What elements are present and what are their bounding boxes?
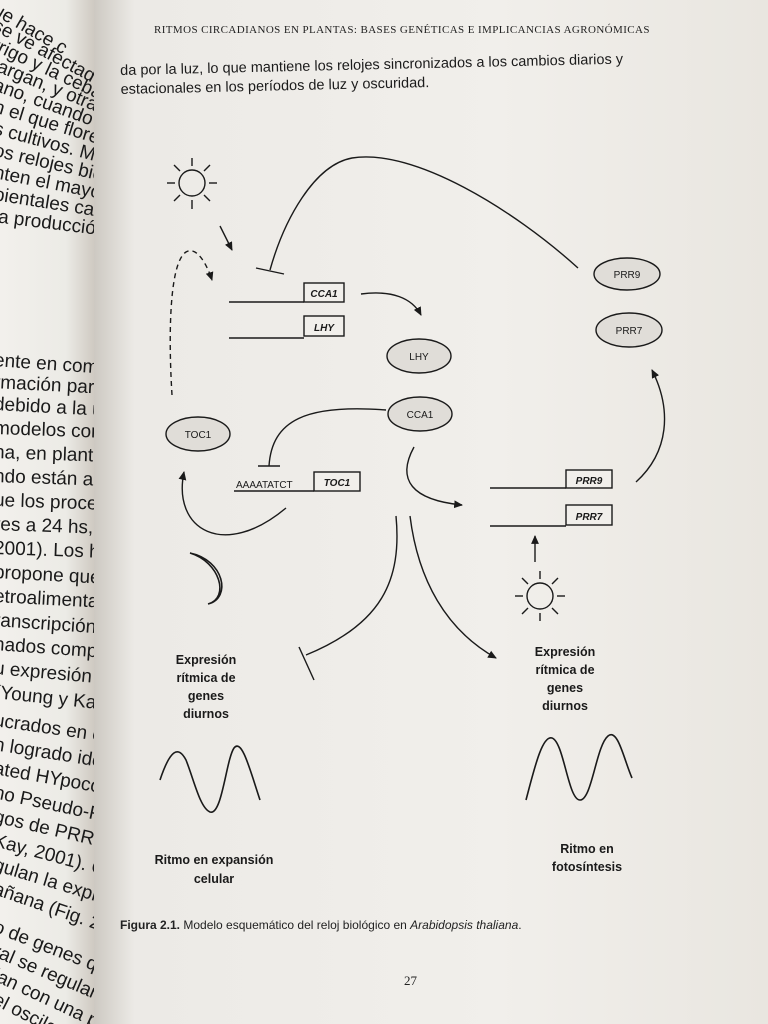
toc1-gene-to-protein-arrow [178, 471, 287, 536]
inhibition-bar [255, 267, 285, 275]
left-rhythm-wave [159, 745, 261, 813]
promoter-motif: AAAATATCT [236, 480, 293, 491]
cca1-activates-prr-arrow [406, 446, 463, 509]
figure-caption: Figura 2.1. Modelo esquemático del reloj… [120, 918, 522, 932]
right-rhythm-line-2: fotosíntesis [552, 860, 622, 874]
prr-inhibition-arc [269, 156, 579, 271]
left-page-text-line: na, en plantas. E [0, 442, 95, 468]
circadian-clock-diagram: CCA1 LHY TOC1 PRR9 PRR7 AAAATATCT PRR9 P… [155, 156, 666, 886]
cca1-to-lhy-arrow [360, 292, 422, 316]
protein-label-prr7: PRR7 [616, 326, 643, 337]
right-output-line-4: diurnos [542, 699, 588, 713]
left-output-line-4: diurnos [183, 707, 229, 721]
gene-label-toc1: TOC1 [324, 478, 351, 489]
sun-icon-bottom [515, 571, 565, 621]
gene-label-lhy: LHY [314, 323, 335, 334]
light-arrow [219, 225, 233, 251]
moon-icon [189, 552, 223, 605]
right-output-line-2: rítmica de [535, 663, 594, 677]
left-output-line-2: rítmica de [176, 671, 235, 685]
left-output-line-1: Expresión [176, 653, 236, 667]
right-output-line-1: Expresión [535, 645, 595, 659]
left-page-text-line: res a 24 hs, men [0, 514, 94, 540]
right-page: RITMOS CIRCADIANOS EN PLANTAS: BASES GEN… [94, 0, 768, 1024]
cca1-inhibits-toc1 [268, 408, 387, 467]
protein-label-prr9: PRR9 [614, 270, 641, 281]
protein-label-lhy: LHY [409, 352, 429, 363]
protein-label-cca1: CCA1 [407, 410, 434, 421]
protein-label-toc1: TOC1 [185, 430, 212, 441]
caption-end: . [518, 918, 522, 932]
page-number: 27 [404, 973, 417, 988]
left-output-line-3: genes [188, 689, 224, 703]
activation-to-right-output [409, 515, 497, 659]
prr-gene-to-protein-arrow [635, 369, 666, 483]
right-rhythm-line-1: Ritmo en [560, 842, 613, 856]
left-page-text-line: ue los procesos [0, 490, 95, 516]
left-rhythm-line-2: celular [194, 872, 234, 886]
left-page-text-line: ndo están altera [0, 466, 95, 492]
toc1-feedback-dashed-arrow [169, 250, 214, 396]
sun-icon-top [167, 158, 217, 209]
caption-text: Modelo esquemático del reloj biológico e… [180, 918, 411, 932]
gene-label-prr9: PRR9 [576, 476, 603, 487]
caption-label: Figura 2.1. [120, 918, 181, 932]
inhibition-to-left-output [305, 515, 398, 656]
running-header: RITMOS CIRCADIANOS EN PLANTAS: BASES GEN… [154, 24, 650, 36]
gene-label-cca1: CCA1 [310, 289, 338, 300]
left-page-text-line: 2001). Los halla [0, 538, 95, 564]
gene-label-prr7: PRR7 [576, 512, 603, 523]
caption-species: Arabidopsis thaliana [410, 918, 519, 932]
left-rhythm-line-1: Ritmo en expansión [155, 853, 274, 867]
left-page-text-line: modelos como [0, 418, 95, 444]
right-rhythm-wave [525, 733, 633, 801]
right-output-line-3: genes [547, 681, 583, 695]
